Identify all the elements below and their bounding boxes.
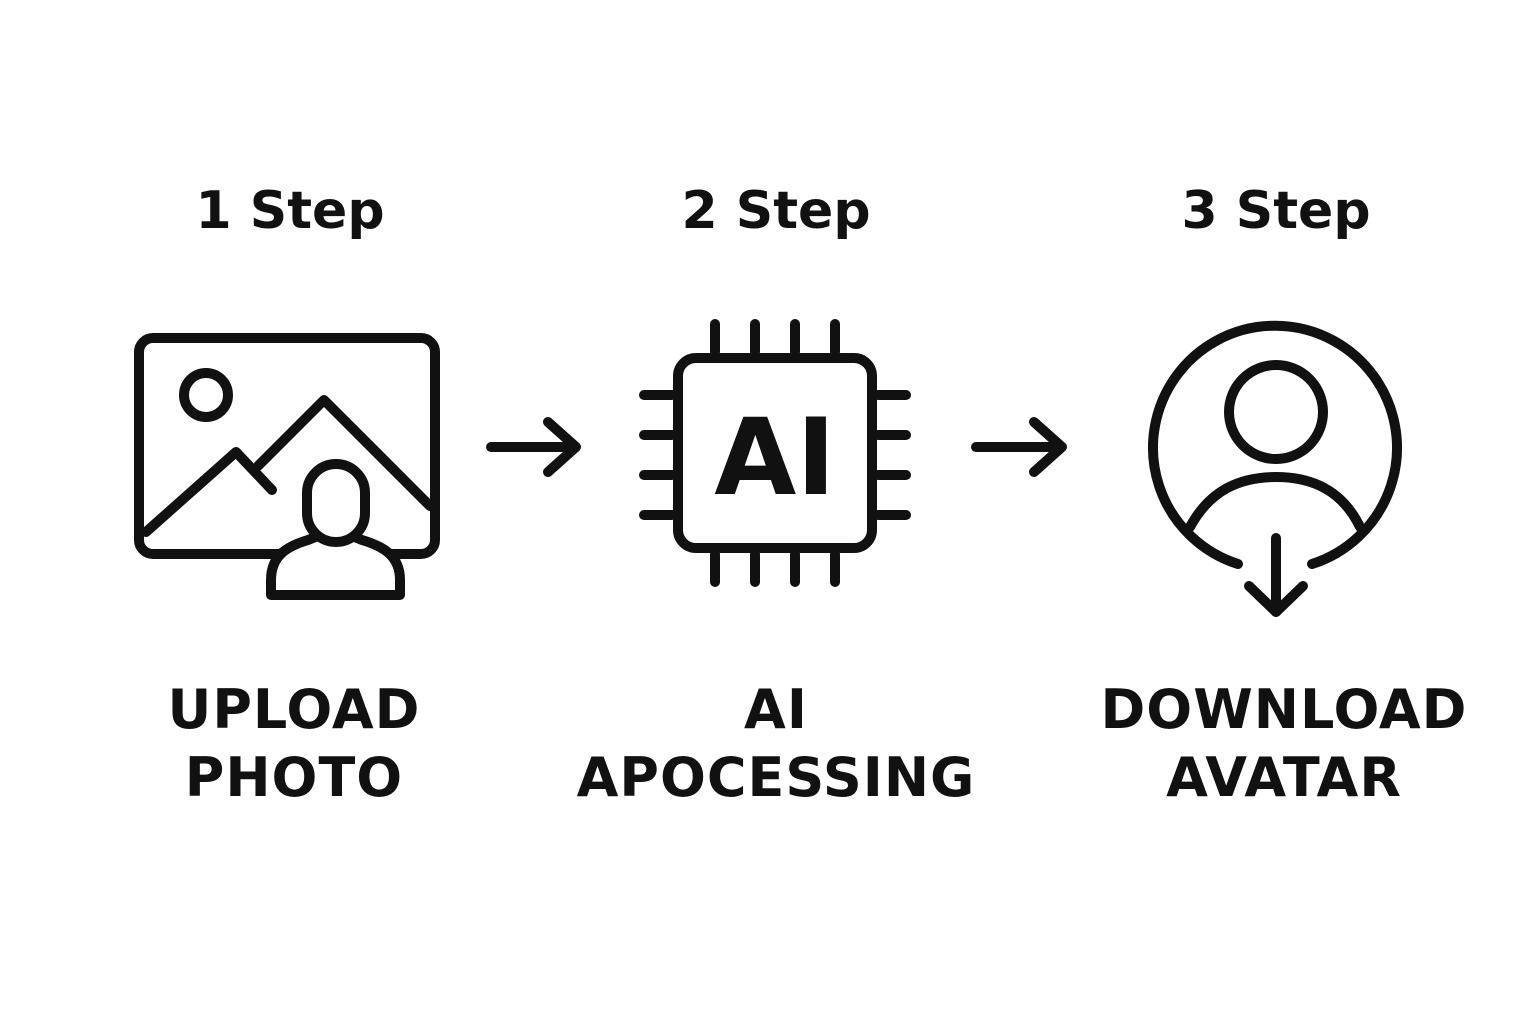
step-3-heading: 3 Step — [1181, 181, 1371, 241]
photo-sun — [179, 368, 233, 422]
avatar-head — [1224, 360, 1328, 464]
download-arrow-head — [1244, 581, 1308, 617]
step-2-caption: AI APOCESSING — [566, 676, 986, 812]
photo-upload-icon — [134, 333, 440, 600]
photo-frame — [134, 333, 440, 559]
step-1-heading: 1 Step — [195, 181, 385, 241]
step-2-heading: 2 Step — [681, 181, 871, 241]
person-head — [302, 459, 370, 547]
photo-mountain-large — [253, 395, 435, 511]
avatar-download-icon — [1148, 320, 1402, 617]
step-3-caption-line-1: DOWNLOAD — [1100, 678, 1468, 741]
ai-chip-icon: AI — [639, 319, 911, 587]
photo-mountain-small — [141, 447, 277, 537]
arrow-right-icon — [971, 417, 1067, 477]
step-2-caption-line-1: AI — [744, 678, 808, 741]
step-3-caption: DOWNLOAD AVATAR — [1074, 676, 1494, 812]
step-2-caption-line-2: APOCESSING — [576, 746, 976, 809]
arrow-right-icon — [486, 417, 581, 477]
chip-body — [673, 353, 877, 553]
step-1-caption-line-1: UPLOAD — [167, 678, 421, 741]
step-3-caption-line-2: AVATAR — [1166, 746, 1402, 809]
step-1-caption: UPLOAD PHOTO — [84, 676, 504, 812]
avatar-shoulders — [1185, 472, 1365, 532]
chip-label: AI — [714, 396, 835, 519]
avatar-ring — [1148, 320, 1402, 569]
step-1-caption-line-2: PHOTO — [184, 746, 404, 809]
